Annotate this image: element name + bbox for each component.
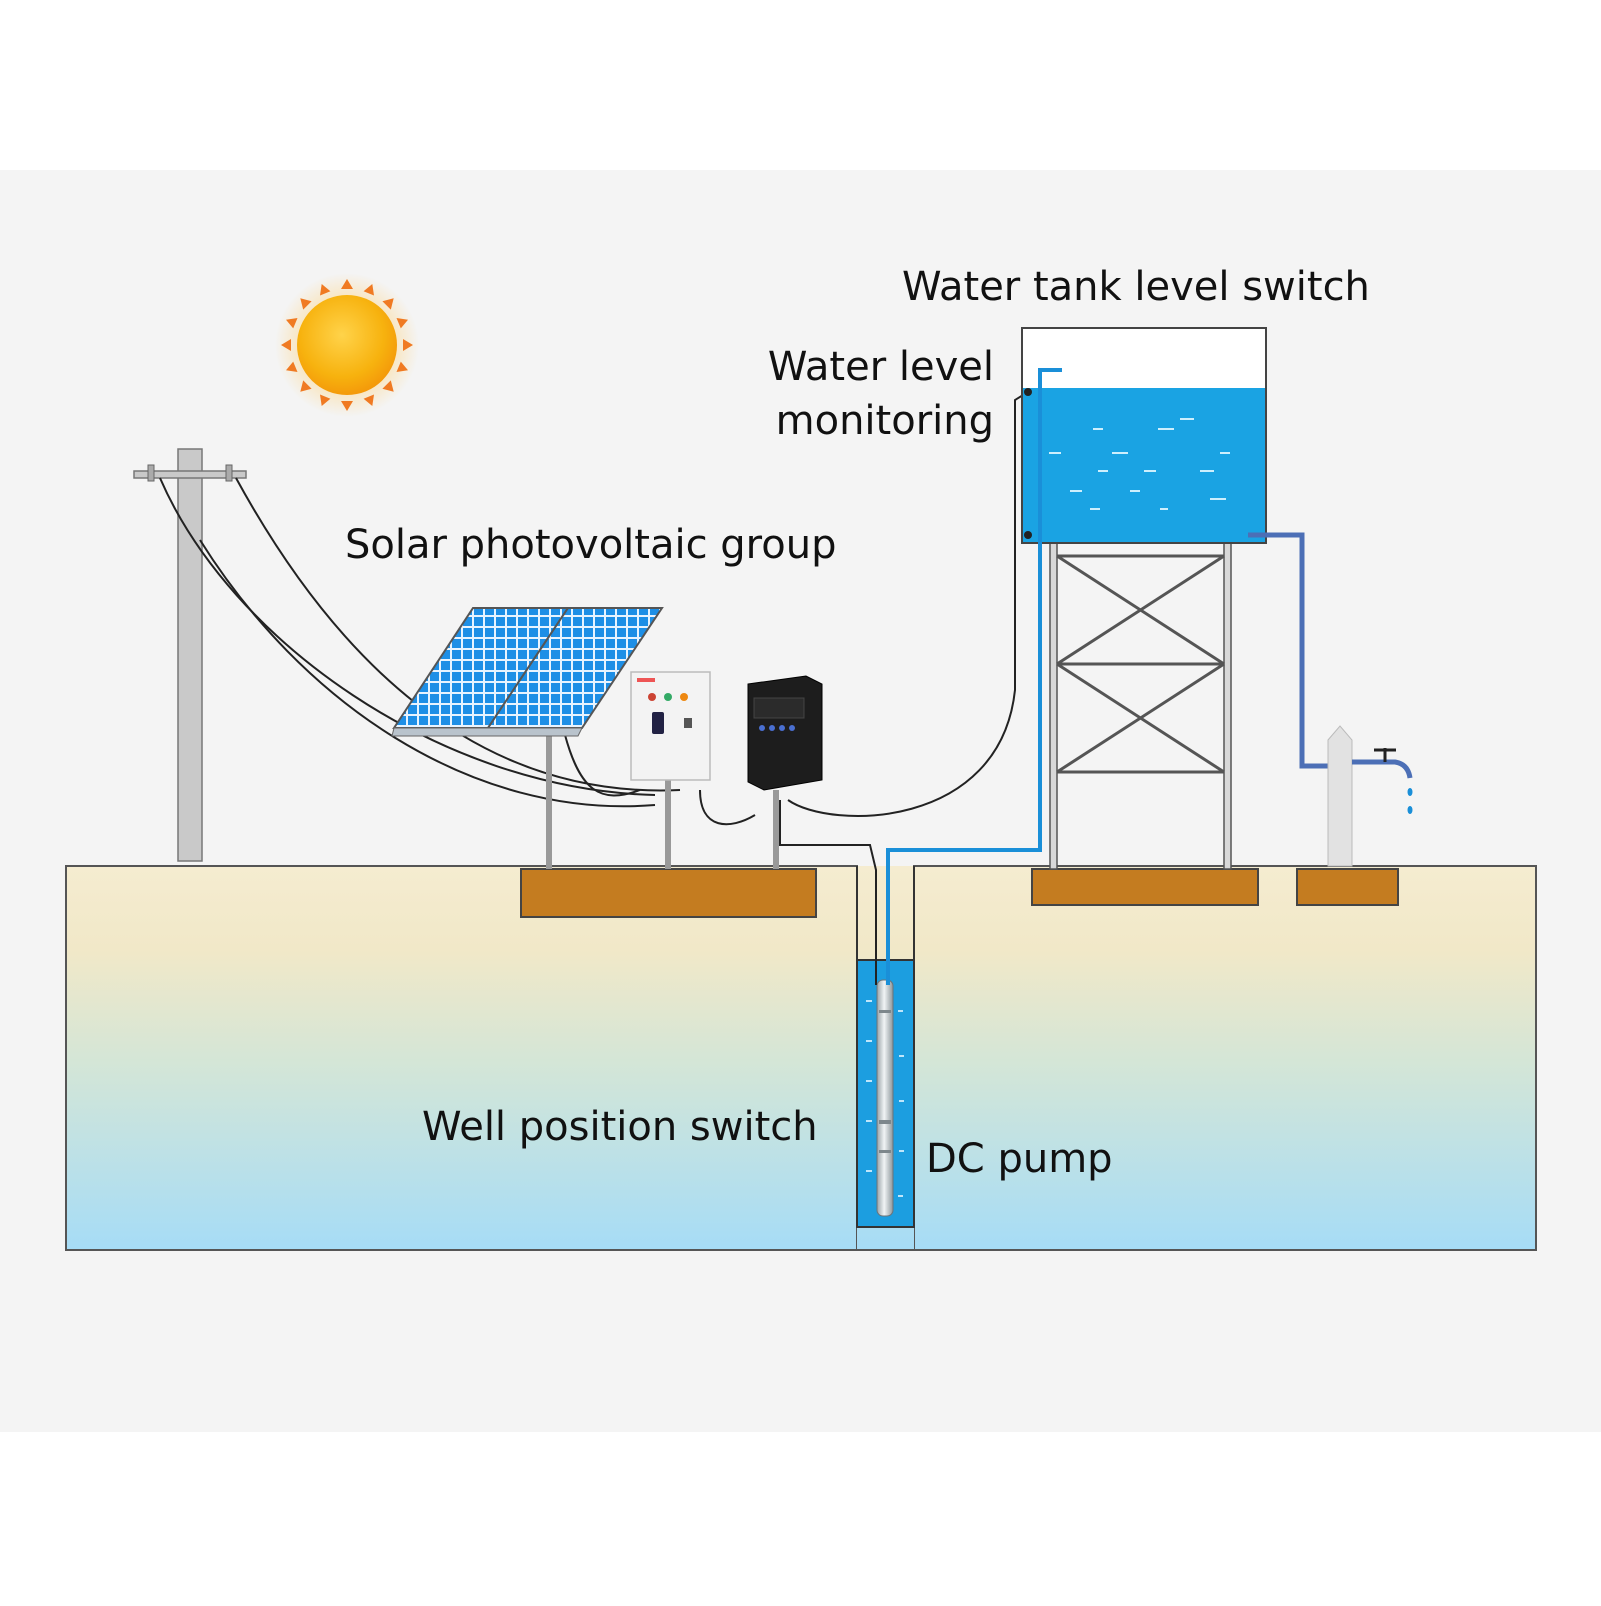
sun-icon <box>275 273 419 417</box>
tower-foundation <box>1031 868 1259 906</box>
inverter-icon <box>747 675 823 791</box>
well-position-switch-label: Well position switch <box>422 1104 818 1150</box>
dc-pump-label: DC pump <box>926 1136 1113 1182</box>
water-tank-icon <box>1021 327 1267 544</box>
supply-pipe <box>886 368 1062 985</box>
water-level-monitoring-line1: Water level <box>767 344 994 390</box>
faucet-foundation <box>1296 868 1399 906</box>
water-level-monitoring-line2: monitoring <box>775 398 994 444</box>
dc-pump-icon <box>876 979 894 1217</box>
utility-pole-icon <box>133 448 247 862</box>
outlet-pipe <box>1248 532 1336 769</box>
solar-panel-icon <box>391 607 779 869</box>
ground <box>65 865 1537 1251</box>
solar-foundation <box>520 868 817 918</box>
control-box-icon <box>630 671 711 781</box>
tank-tower-icon <box>1049 542 1232 870</box>
water-level-monitoring-label: Water level monitoring <box>764 340 994 448</box>
faucet-icon <box>1327 725 1413 867</box>
water-tank-level-switch-label: Water tank level switch <box>902 264 1370 310</box>
solar-photovoltaic-group-label: Solar photovoltaic group <box>345 522 837 568</box>
